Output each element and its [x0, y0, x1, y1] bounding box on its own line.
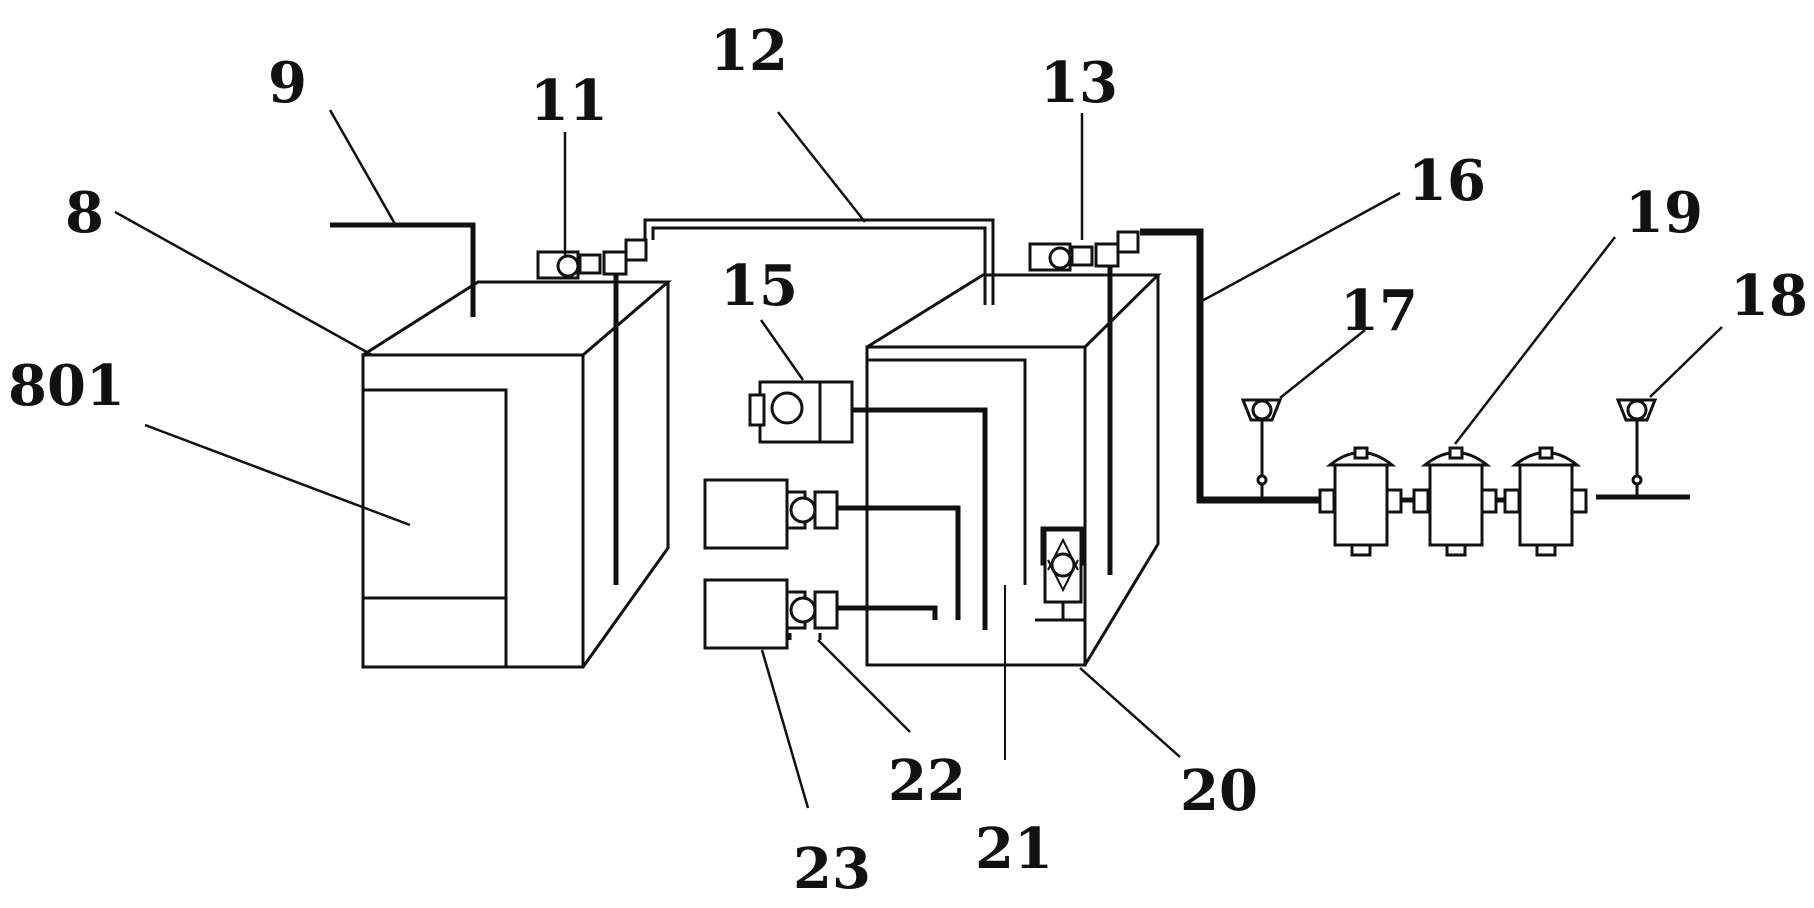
label-13: 13 [1040, 50, 1118, 116]
label-22: 22 [888, 748, 966, 814]
label-18: 18 [1730, 263, 1808, 329]
label-11: 11 [530, 68, 608, 134]
dosing-unit-15 [748, 380, 988, 630]
label-23: 23 [793, 836, 871, 902]
tank-8 [330, 222, 673, 669]
label-8: 8 [65, 180, 104, 246]
leader-lines [114, 109, 1723, 809]
float-valve [1035, 526, 1085, 622]
inlet-pipe-9 [330, 222, 476, 317]
label-12: 12 [710, 18, 788, 84]
pump-unit-23 [703, 578, 938, 650]
label-17: 17 [1340, 278, 1418, 344]
filter-1 [1318, 446, 1403, 557]
label-16: 16 [1408, 148, 1486, 214]
gauge-18 [1615, 398, 1658, 497]
filter-19 [1412, 446, 1498, 557]
label-9: 9 [268, 50, 307, 116]
outlet-pipe-16 [1140, 228, 1325, 504]
pump-11 [536, 238, 648, 280]
pipe-12 [643, 218, 995, 305]
label-21: 21 [975, 816, 1053, 882]
label-15: 15 [720, 253, 798, 319]
label-20: 20 [1180, 758, 1258, 824]
label-19: 19 [1625, 180, 1703, 246]
label-801: 801 [8, 353, 125, 419]
pump-unit-middle [703, 478, 961, 620]
pump-13 [1028, 230, 1140, 272]
gauge-17 [1240, 398, 1283, 500]
filter-3 [1503, 446, 1588, 557]
panel-801 [361, 388, 508, 669]
